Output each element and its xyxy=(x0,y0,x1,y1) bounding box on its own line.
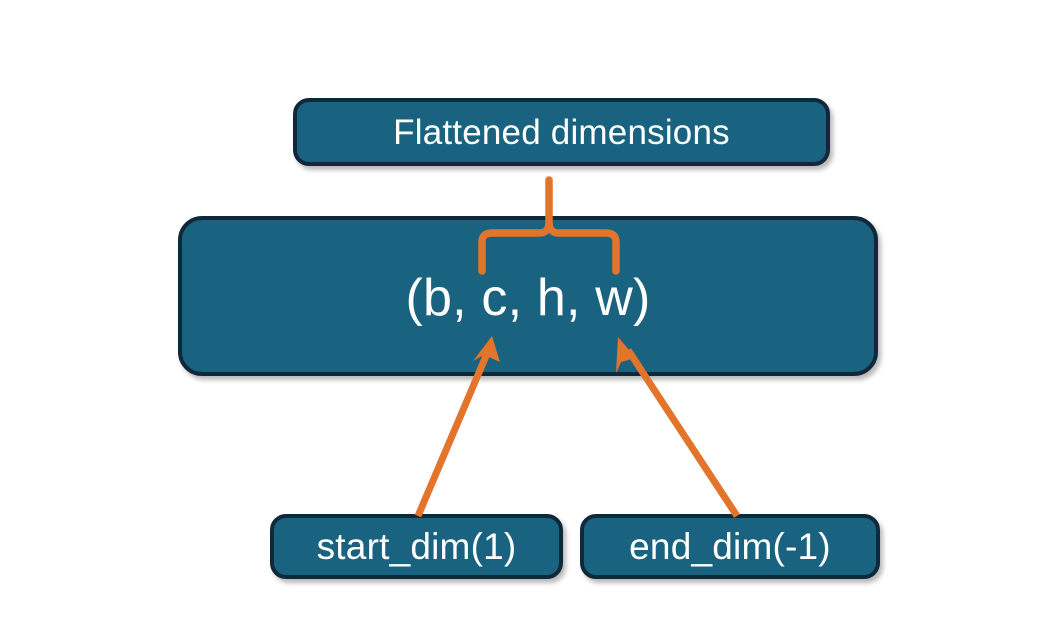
flattened-dimensions-node[interactable]: Flattened dimensions xyxy=(293,98,830,166)
tensor-shape-label: (b, c, h, w) xyxy=(405,269,651,327)
start-dim-label: start_dim(1) xyxy=(316,526,517,567)
end-dim-label: end_dim(-1) xyxy=(629,526,831,567)
flattened-dimensions-label: Flattened dimensions xyxy=(393,112,730,152)
end-dim-node[interactable]: end_dim(-1) xyxy=(580,514,880,579)
tensor-shape-node[interactable]: (b, c, h, w) xyxy=(178,216,878,376)
start-dim-node[interactable]: start_dim(1) xyxy=(270,514,563,579)
